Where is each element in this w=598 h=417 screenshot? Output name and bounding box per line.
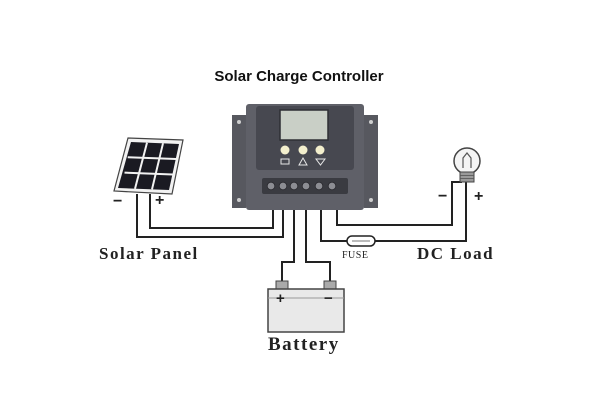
wire-battery-positive (281, 209, 295, 282)
battery-status-icon (298, 156, 308, 166)
terminal-screws (266, 181, 337, 191)
fuse (346, 235, 376, 247)
dc-load-label: DC Load (417, 244, 495, 263)
wires (136, 181, 467, 282)
controller-right-flange (364, 115, 378, 208)
indicator-light-2 (298, 145, 308, 155)
battery-positive-terminal (275, 280, 289, 290)
load-positive-sign: + (474, 188, 484, 205)
wire-load-positive-a (320, 209, 347, 242)
solar-panel-label: Solar Panel (99, 244, 199, 263)
light-bulb (453, 147, 481, 183)
controller-left-flange (232, 115, 246, 208)
wire-panel-positive (149, 194, 274, 229)
charge-controller (232, 104, 378, 210)
battery (267, 280, 345, 333)
panel-status-icon (280, 158, 290, 165)
indicator-light-1 (280, 145, 290, 155)
solar-panel (113, 137, 184, 195)
bulb-glass (453, 147, 481, 175)
wire-load-positive-b (375, 182, 467, 242)
display-screen (279, 109, 329, 141)
bulb-filament (462, 152, 472, 168)
panel-negative-sign: − (113, 193, 123, 210)
diagram-title: Solar Charge Controller (214, 68, 384, 85)
solar-panel-cells (118, 142, 179, 190)
fuse-label: FUSE (342, 250, 369, 261)
panel-positive-sign: + (155, 192, 165, 209)
bulb-base (459, 171, 475, 183)
load-status-icon (315, 158, 326, 166)
battery-label: Battery (268, 334, 340, 355)
battery-body (267, 288, 345, 333)
indicator-light-3 (315, 145, 325, 155)
wire-battery-negative (305, 209, 331, 282)
wire-load-negative (336, 181, 462, 226)
battery-negative-sign: − (324, 290, 333, 307)
battery-positive-sign: + (276, 290, 285, 307)
load-negative-sign: − (438, 188, 448, 205)
solar-panel-grid (124, 142, 177, 190)
wire-panel-negative (136, 194, 284, 238)
battery-negative-terminal (323, 280, 337, 290)
